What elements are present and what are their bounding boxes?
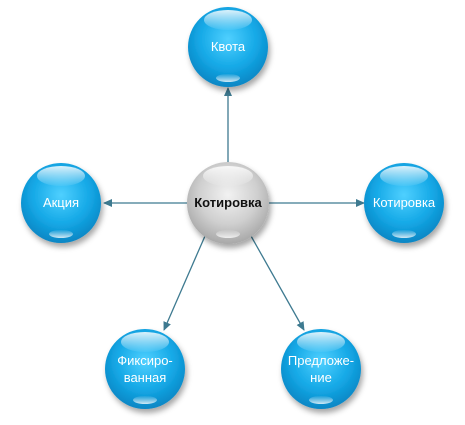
node-left[interactable] <box>21 163 101 243</box>
node-top[interactable] <box>188 7 268 87</box>
node-center[interactable] <box>187 162 269 244</box>
arrow-to-bottom-left <box>163 235 206 331</box>
node-bottom-right[interactable] <box>281 329 361 409</box>
node-right[interactable] <box>364 163 444 243</box>
arrow-to-bottom-right <box>250 235 305 331</box>
node-bottom-left[interactable] <box>105 329 185 409</box>
